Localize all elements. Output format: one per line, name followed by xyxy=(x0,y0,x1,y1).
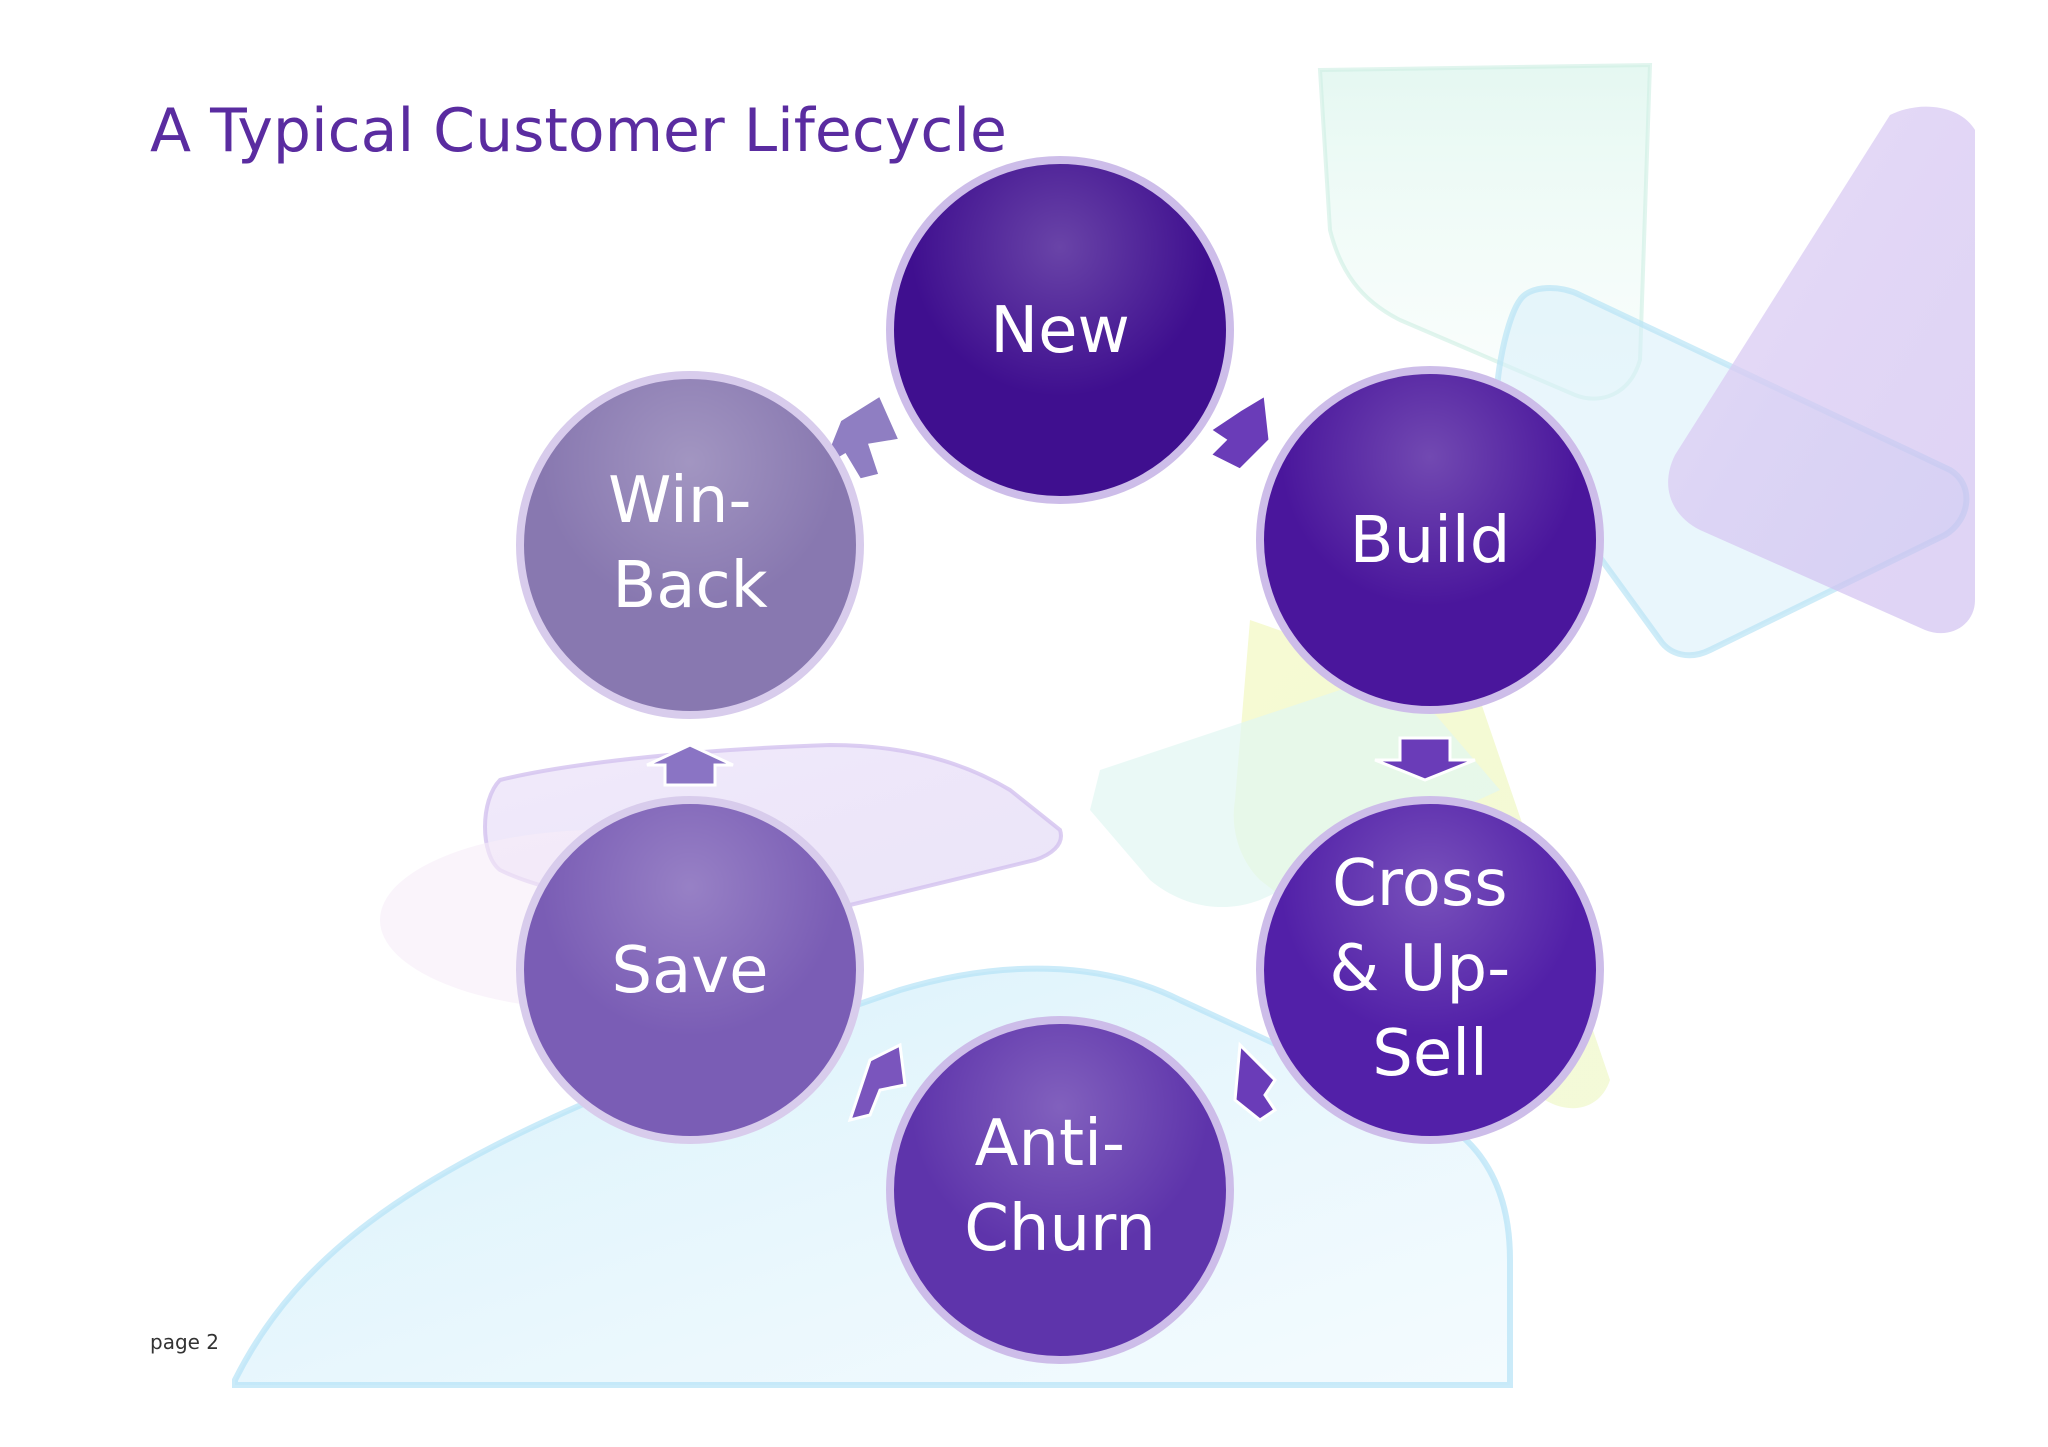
node-label-line: & Up- xyxy=(1329,932,1510,1006)
node-label-line: Sell xyxy=(1372,1017,1488,1091)
arrow-build-to-cross-up-sell xyxy=(1374,736,1476,782)
node-label-line: Cross xyxy=(1332,847,1507,921)
node-label-line: Build xyxy=(1350,504,1511,578)
node-label-save: Save xyxy=(611,934,768,1008)
lifecycle-node-cross-up-sell: Cross & Up- Sell xyxy=(1256,796,1604,1144)
flow-arrows xyxy=(646,392,1476,1123)
node-label-line: Anti- xyxy=(975,1107,1125,1181)
node-label-line: New xyxy=(990,294,1130,368)
node-label-line: Save xyxy=(611,934,768,1008)
lifecycle-node-build: Build xyxy=(1256,366,1604,714)
arrow-anti-churn-to-save xyxy=(847,1042,907,1123)
page-title: A Typical Customer Lifecycle xyxy=(150,96,1007,166)
arrow-cross-up-sell-to-anti-churn xyxy=(1233,1041,1278,1122)
page-number: page 2 xyxy=(150,1330,220,1354)
lifecycle-node-new: New xyxy=(886,156,1234,504)
lifecycle-node-win-back: Win- Back xyxy=(516,371,864,719)
lifecycle-node-save: Save xyxy=(516,796,864,1144)
arrow-new-to-build xyxy=(1207,392,1272,472)
node-label-cross-up-sell: Cross & Up- Sell xyxy=(1329,847,1530,1091)
node-label-new: New xyxy=(990,294,1130,368)
node-label-line: Churn xyxy=(964,1192,1156,1266)
node-label-line: Back xyxy=(612,549,767,623)
lifecycle-node-anti-churn: Anti- Churn xyxy=(886,1016,1234,1364)
node-label-anti-churn: Anti- Churn xyxy=(964,1107,1156,1266)
node-label-line: Win- xyxy=(608,464,751,538)
node-label-win-back: Win- Back xyxy=(608,464,772,623)
node-label-build: Build xyxy=(1350,504,1511,578)
arrow-save-to-win-back xyxy=(646,743,734,787)
